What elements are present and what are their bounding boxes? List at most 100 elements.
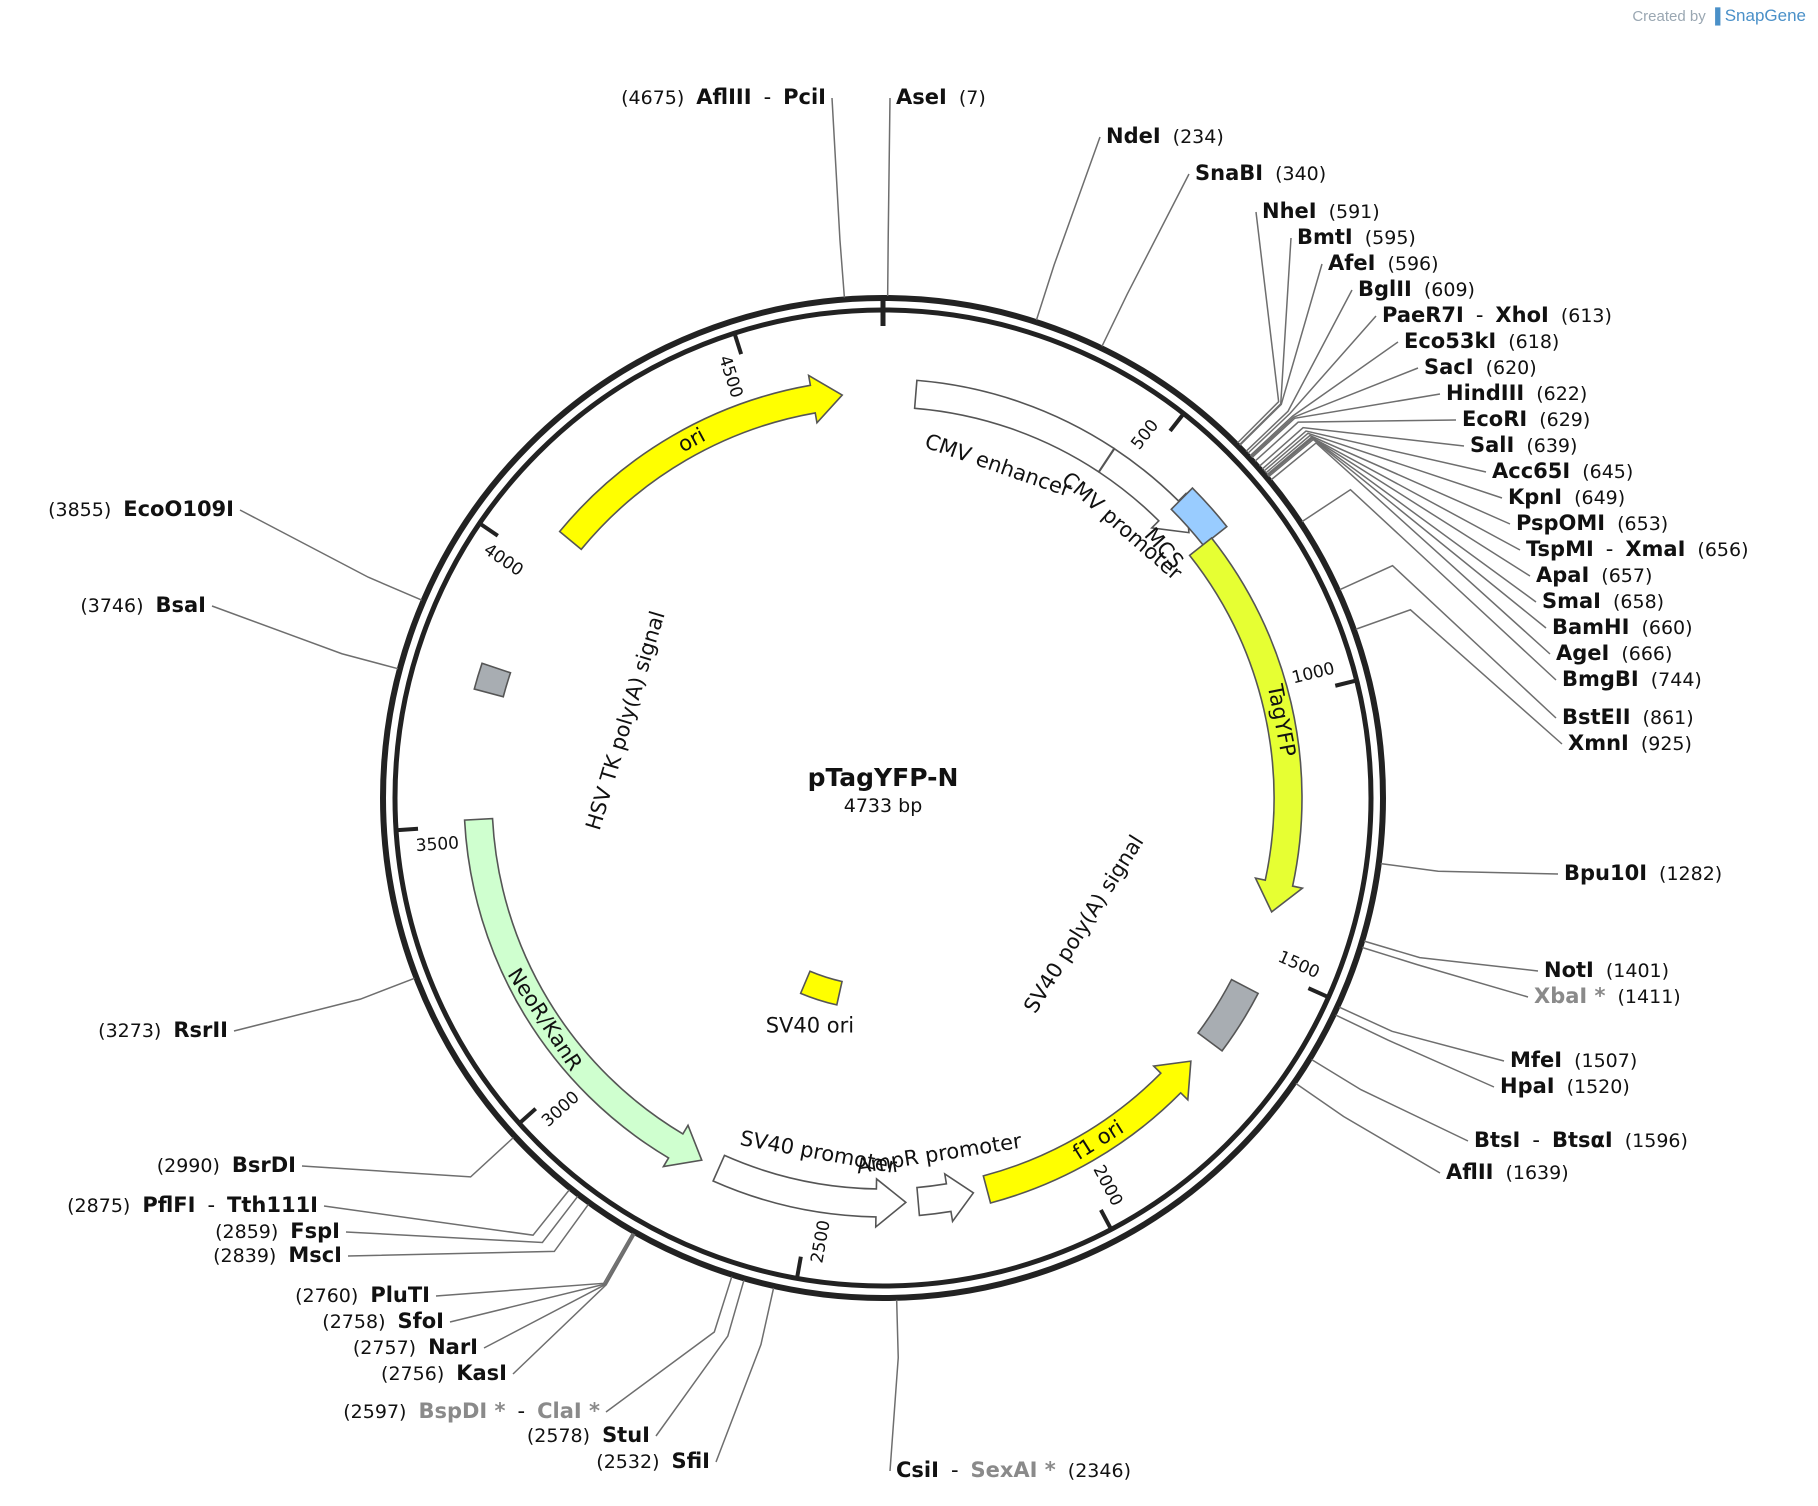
site-separator: - [518, 1399, 526, 1423]
snapgene-logo-icon: ▐ [1709, 8, 1721, 25]
site-position: (3855) [48, 499, 111, 521]
feature-cmv-promoter [1097, 447, 1190, 534]
site-leader-line [1239, 263, 1323, 446]
site-leader-line [1335, 1014, 1495, 1088]
site-leader-line [1250, 367, 1419, 458]
site-leader-line [347, 1203, 589, 1257]
site-enzyme-name: SnaBI [1195, 161, 1263, 185]
plasmid-name: pTagYFP-N [808, 763, 959, 792]
site-leader-line [1261, 430, 1487, 473]
site-position: (1282) [1659, 863, 1722, 885]
site-position: (629) [1539, 409, 1590, 431]
site-enzyme-name: MscI [288, 1243, 342, 1267]
site-bspdi-clai: (2597)BspDI *-ClaI * [343, 1399, 600, 1423]
site-enzyme-name: BmtI [1297, 225, 1353, 249]
site-leader-line [1268, 438, 1547, 629]
site-enzyme-name: PciI [783, 85, 826, 109]
site-separator: - [207, 1193, 215, 1217]
site-position: (1411) [1618, 986, 1681, 1008]
site-sfoi: (2758)SfoI [322, 1309, 444, 1333]
site-leader-line [1254, 419, 1457, 462]
site-position: (2578) [527, 1425, 590, 1447]
site-bsrdi: (2990)BsrDI [157, 1153, 296, 1177]
tick-mark [1099, 1208, 1113, 1231]
site-enzyme-name: MfeI [1510, 1048, 1562, 1072]
site-leader-line [1267, 437, 1537, 603]
site-enzyme-name: AgeI [1556, 641, 1609, 665]
site-enzyme-name: EcoRI [1462, 407, 1527, 431]
plasmid-length: 4733 bp [844, 795, 923, 817]
site-bamhi: BamHI(660) [1552, 615, 1693, 639]
created-by-credit: Created by ▐ SnapGene [1632, 6, 1806, 26]
site-position: (2346) [1068, 1460, 1131, 1482]
site-pspomi: PspOMI(653) [1516, 511, 1668, 535]
site-position: (2756) [381, 1363, 444, 1385]
site-leader-line [1259, 426, 1465, 467]
tick-label: 1500 [1275, 947, 1323, 983]
site-position: (1507) [1574, 1050, 1637, 1072]
site-leader-line [345, 1196, 579, 1244]
site-leader-line [1251, 393, 1441, 459]
site-enzyme-name: FspI [290, 1219, 340, 1243]
site-separator: - [1606, 537, 1614, 561]
site-leader-line [1245, 289, 1353, 452]
site-leader-line [301, 1137, 514, 1178]
site-leader-line [211, 605, 399, 670]
site-enzyme-name: SalI [1470, 433, 1514, 457]
site-mfei: MfeI (1507) [1510, 1048, 1637, 1072]
site-rsrii: (3273)RsrII [98, 1018, 228, 1042]
site-enzyme-name: NarI [428, 1335, 478, 1359]
site-separator: - [951, 1458, 959, 1482]
site-enzyme-name: ApaI [1536, 563, 1589, 587]
site-ecori: EcoRI (629) [1462, 407, 1590, 431]
leader-lines [211, 97, 1563, 1472]
site-position: (2859) [215, 1221, 278, 1243]
site-enzyme-name: KasI [456, 1361, 507, 1385]
site-position: (3746) [80, 595, 143, 617]
site-kpni: KpnI(649) [1508, 485, 1625, 509]
site-leader-line [1237, 211, 1280, 444]
feature-sv40-promoter [712, 1154, 908, 1229]
site-leader-line [1301, 488, 1557, 681]
tick-label: 2500 [807, 1219, 834, 1265]
site-enzyme-name: AseI [896, 85, 947, 109]
site-hindiii: HindIII(622) [1446, 381, 1587, 405]
site-bsteii: BstEII(861) [1562, 705, 1694, 729]
feature-hsv-tk-poly-a-signal [473, 662, 512, 698]
site-enzyme-name: AflII [1446, 1160, 1493, 1184]
site-sali: SalI(639) [1470, 433, 1577, 457]
site-position: (657) [1601, 565, 1652, 587]
site-position: (2758) [322, 1311, 385, 1333]
site-leader-line [1311, 1058, 1469, 1142]
credit-brand: SnapGene [1724, 6, 1806, 25]
site-enzyme-name: BmgBI [1562, 667, 1639, 691]
tick-mark [1307, 986, 1330, 1000]
feature-f1-ori [982, 1060, 1192, 1204]
site-bmgbi: BmgBI(744) [1562, 667, 1702, 691]
site-xmni: XmnI(925) [1568, 731, 1692, 755]
site-position: (234) [1173, 126, 1224, 148]
site-position: (620) [1486, 357, 1537, 379]
site-bglii: BglII(609) [1358, 277, 1475, 301]
feature-label-hsv-tk-poly-a-signal: HSV TK poly(A) signal [581, 608, 670, 833]
site-leader-line [1265, 434, 1511, 525]
site-position: (2990) [157, 1155, 220, 1177]
tick-mark [395, 826, 419, 833]
site-position: (2760) [295, 1285, 358, 1307]
site-position: (622) [1536, 383, 1587, 405]
tick-label: 3500 [415, 833, 459, 856]
site-position: (925) [1641, 733, 1692, 755]
site-leader-line [512, 1234, 636, 1375]
tick-mark [732, 332, 744, 355]
site-leader-line [1339, 1006, 1505, 1062]
site-aflii: AflII(1639) [1446, 1160, 1569, 1184]
site-enzyme-name: BsaI [156, 593, 207, 617]
site-enzyme-name: XbaI * [1534, 984, 1606, 1008]
site-position: (1401) [1606, 960, 1669, 982]
site-enzyme-name: AflIII [696, 85, 751, 109]
site-msci: (2839)MscI [213, 1243, 342, 1267]
site-position: (618) [1508, 331, 1559, 353]
site-leader-line [233, 977, 415, 1032]
tick-label: 4000 [480, 540, 527, 581]
